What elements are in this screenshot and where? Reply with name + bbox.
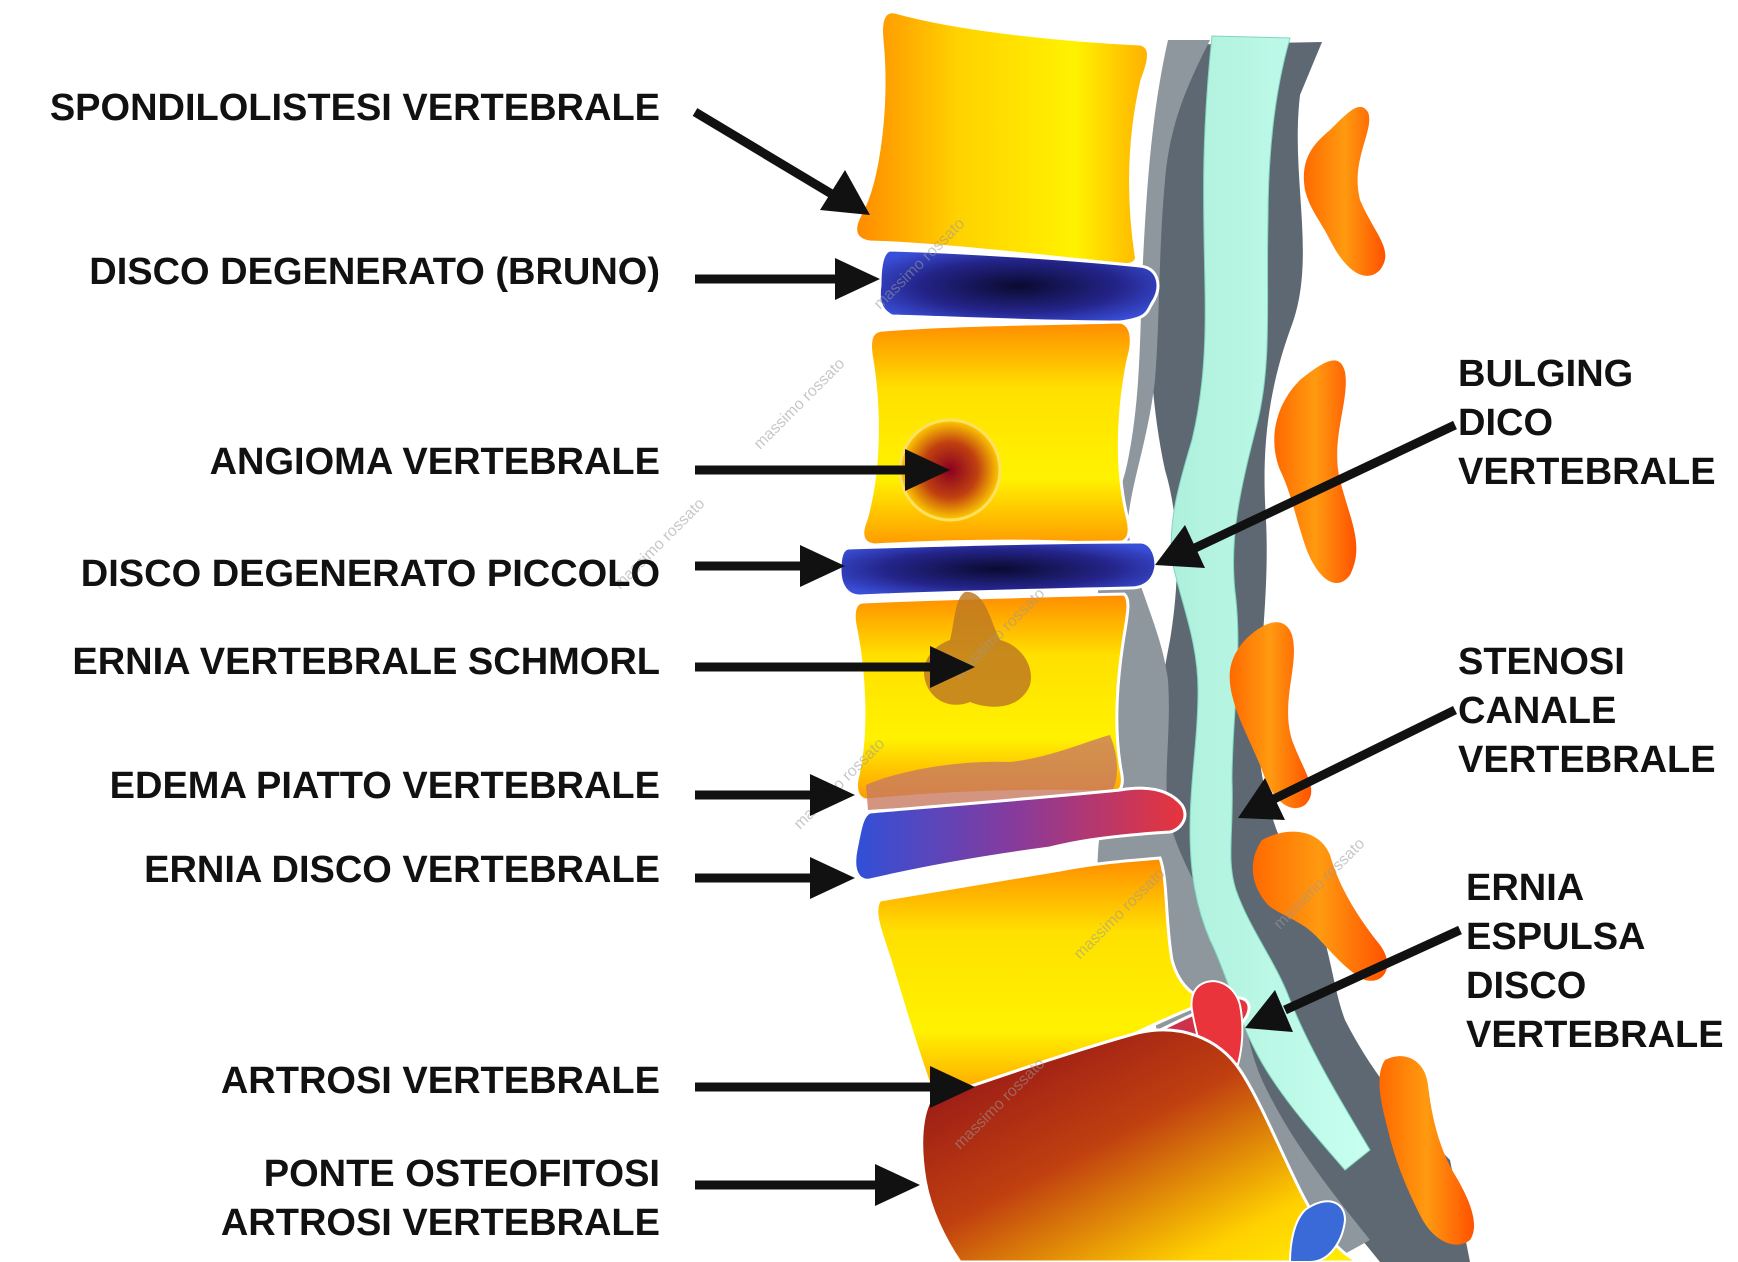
vertebra-5 <box>920 1028 1361 1262</box>
arrow-bulging <box>1155 420 1457 568</box>
arrow-schmorl <box>695 646 975 688</box>
posterior-process-4 <box>1252 831 1388 981</box>
label-disco-degenerato-piccolo: DISCO DEGENERATO PICCOLO <box>80 553 660 595</box>
label-spondilolistesi: SPONDILOLISTESI VERTEBRALE <box>49 87 660 129</box>
label-artrosi: ARTROSI VERTEBRALE <box>220 1060 660 1102</box>
posterior-process-2 <box>1274 360 1357 584</box>
vertebra-2 <box>861 320 1133 547</box>
arrow-stenosi <box>1238 705 1457 820</box>
label-stenosi: STENOSI CANALE VERTEBRALE <box>1458 641 1716 781</box>
spinal-canal <box>1170 35 1371 1171</box>
label-ernia-espulsa: ERNIA ESPULSA DISCO VERTEBRALE <box>1466 867 1724 1056</box>
arrow-ponte <box>695 1164 920 1206</box>
endplate-edema <box>866 735 1117 810</box>
posterior-process-5 <box>1379 1056 1475 1245</box>
arrow-angioma <box>695 449 950 491</box>
label-ponte-osteofitosi: PONTE OSTEOFITOSI ARTROSI VERTEBRALE <box>220 1153 660 1244</box>
disc-small-degenerated <box>838 540 1158 598</box>
disc-bottom <box>1288 1200 1347 1262</box>
vertebra-1 <box>854 10 1150 266</box>
posterior-process-3 <box>1229 622 1312 809</box>
arrow-edema <box>695 774 855 816</box>
arrows <box>692 108 1462 1206</box>
label-bulging: BULGING DICO VERTEBRALE <box>1458 353 1716 493</box>
label-disco-degenerato-bruno: DISCO DEGENERATO (BRUNO) <box>89 251 660 293</box>
label-ernia-schmorl: ERNIA VERTEBRALE SCHMORL <box>72 641 660 683</box>
arrow-ernia-disco <box>695 857 855 899</box>
arrow-disco-bruno <box>695 258 880 300</box>
label-edema: EDEMA PIATTO VERTEBRALE <box>109 765 660 807</box>
watermark-text: massimo rossato <box>751 355 849 453</box>
arrow-spondilolistesi <box>692 108 870 215</box>
label-angioma: ANGIOMA VERTEBRALE <box>209 441 660 483</box>
arrow-artrosi <box>695 1066 975 1108</box>
disc-herniated <box>853 786 1187 882</box>
posterior-process-1 <box>1303 106 1386 276</box>
label-ernia-disco: ERNIA DISCO VERTEBRALE <box>144 849 660 891</box>
arrow-disco-piccolo <box>695 545 845 587</box>
arrow-espulsa <box>1245 925 1462 1032</box>
